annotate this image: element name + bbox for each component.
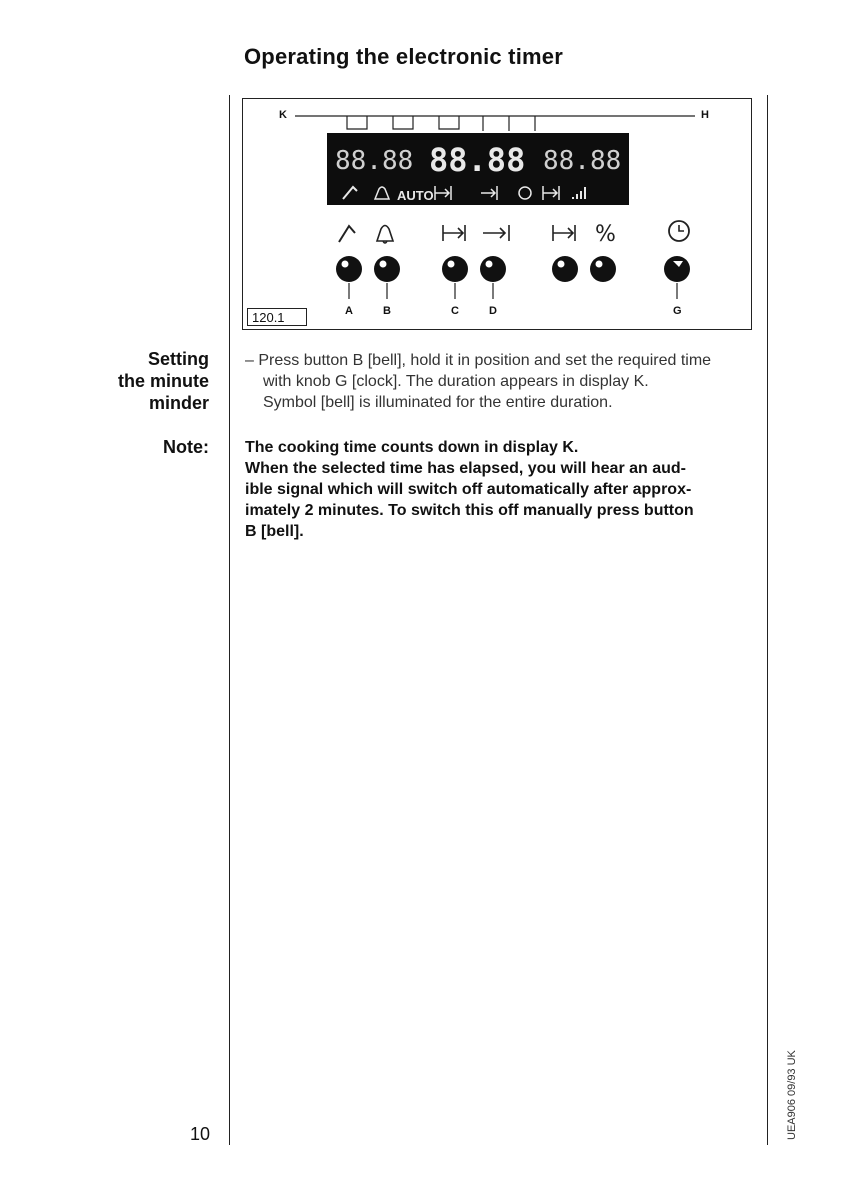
page-title: Operating the electronic timer bbox=[244, 44, 563, 69]
figure-id: 120.1 bbox=[247, 308, 307, 326]
document-code: UEA906 09/93 UK bbox=[786, 1050, 798, 1140]
knob-b bbox=[374, 256, 400, 282]
timer-diagram: 88.88 88.88 88.88 AUTO % bbox=[242, 98, 752, 330]
clock-icon bbox=[518, 186, 532, 200]
knob-label-d: D bbox=[489, 305, 497, 317]
display-digits-2: 88.88 bbox=[429, 141, 525, 179]
timer-diagram-svg: 88.88 88.88 88.88 AUTO % bbox=[295, 115, 695, 299]
knob-label-a: A bbox=[345, 305, 353, 317]
display-digits-3: 88.88 bbox=[543, 146, 621, 176]
minute-minder-text: – Press button B [bell], hold it in posi… bbox=[245, 350, 755, 413]
heading-line: Setting bbox=[148, 349, 209, 369]
roast-panel-icon bbox=[338, 224, 356, 243]
duration-icon bbox=[434, 186, 452, 200]
note-line: ible signal which will switch off automa… bbox=[245, 481, 692, 498]
note-text: The cooking time counts down in display … bbox=[245, 437, 755, 542]
callout-k: K bbox=[279, 109, 287, 121]
bell-icon bbox=[373, 186, 391, 200]
display-digits-1: 88.88 bbox=[335, 146, 413, 176]
note-line: The cooking time counts down in display … bbox=[245, 439, 579, 456]
auto-label: AUTO bbox=[397, 188, 434, 203]
heading-line: minder bbox=[148, 393, 209, 413]
cook-panel-icon bbox=[552, 225, 576, 241]
note-line: B [bell]. bbox=[245, 523, 304, 540]
note-line: When the selected time has elapsed, you … bbox=[245, 460, 687, 477]
knob-label-c: C bbox=[451, 305, 459, 317]
bell-panel-icon bbox=[375, 224, 395, 244]
cook-icon bbox=[542, 186, 560, 200]
text-line: Symbol [bell] is illuminated for the ent… bbox=[263, 394, 613, 411]
text-line: with knob G [clock]. The duration appear… bbox=[263, 373, 649, 390]
knob-d bbox=[480, 256, 506, 282]
roast-icon bbox=[342, 185, 358, 200]
knob-label-g: G bbox=[673, 305, 682, 317]
section-heading-minute-minder: Setting the minute minder bbox=[118, 348, 209, 414]
heading-line: the minute bbox=[117, 371, 209, 391]
text-line: – Press button B [bell], hold it in posi… bbox=[245, 352, 712, 369]
end-icon bbox=[481, 186, 498, 200]
clock-panel-icon bbox=[668, 220, 690, 242]
note-line: imately 2 minutes. To switch this off ma… bbox=[245, 502, 694, 519]
left-margin-rule bbox=[229, 95, 230, 1145]
callout-h: H bbox=[701, 109, 709, 121]
page-number: 10 bbox=[190, 1124, 211, 1144]
knob-a bbox=[336, 256, 362, 282]
knob-label-b: B bbox=[383, 305, 391, 317]
right-margin-rule bbox=[767, 95, 768, 1145]
knob-e bbox=[552, 256, 578, 282]
knob-f bbox=[590, 256, 616, 282]
end-panel-icon bbox=[483, 225, 510, 241]
note-heading: Note: bbox=[163, 437, 209, 457]
level-icon bbox=[572, 187, 586, 199]
knob-g bbox=[664, 256, 690, 282]
duration-panel-icon bbox=[442, 225, 466, 241]
percent-icon: % bbox=[595, 222, 616, 247]
knob-c bbox=[442, 256, 468, 282]
